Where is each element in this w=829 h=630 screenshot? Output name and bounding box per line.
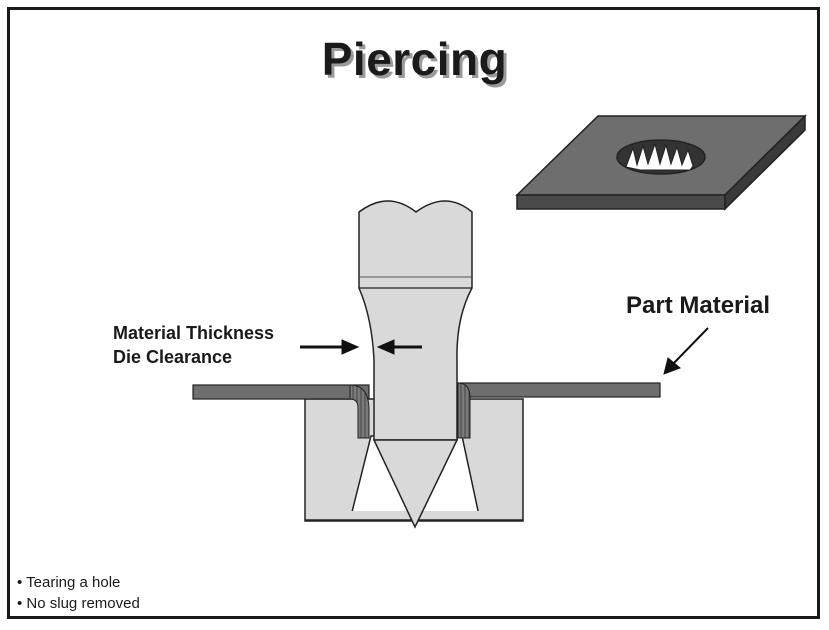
part-material-strip [192, 382, 661, 439]
note-item: • No slug removed [17, 595, 140, 612]
note-item: • Tearing a hole [17, 574, 121, 591]
part-material-label: Part Material [626, 292, 771, 319]
pierced-part-plate [515, 114, 807, 211]
die-clearance-label: Die Clearance [113, 347, 233, 367]
notes-list: • Tearing a hole • No slug removed [17, 572, 140, 614]
punch-point [372, 439, 459, 529]
material-thickness-label: Material Thickness [113, 323, 275, 343]
punch [358, 200, 473, 529]
part-material-arrow [663, 327, 709, 375]
clearance-arrows [300, 339, 422, 355]
torn-edge-teeth [625, 142, 694, 171]
slide-title: Piercing [321, 33, 508, 85]
